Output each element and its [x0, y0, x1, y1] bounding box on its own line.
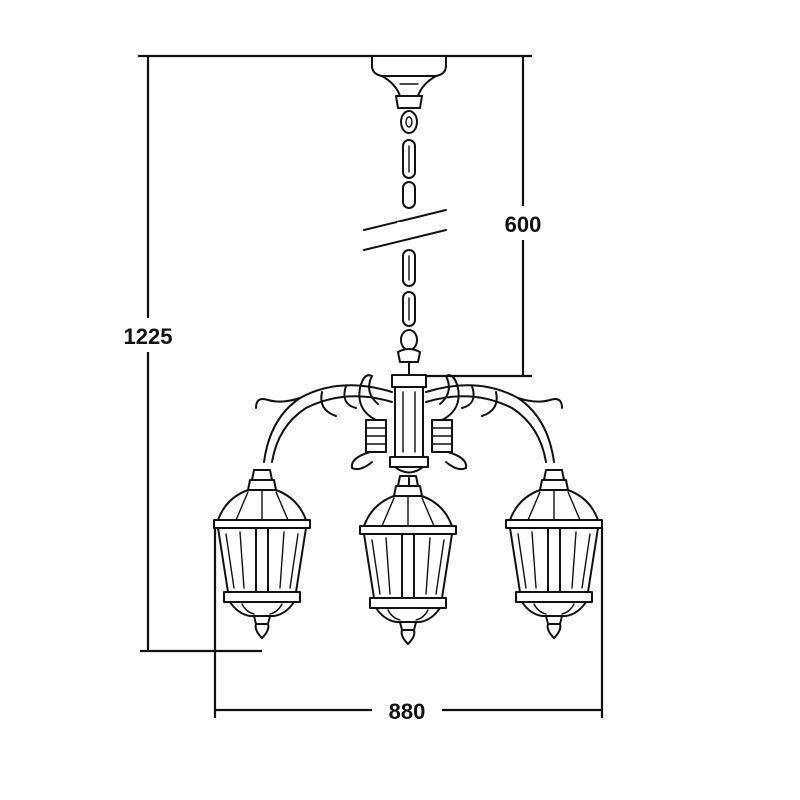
center-lantern	[359, 475, 457, 645]
arms	[255, 384, 563, 463]
width-label: 880	[389, 699, 426, 724]
chain-length-label: 600	[505, 212, 542, 237]
right-lantern	[505, 469, 603, 639]
chain	[363, 110, 447, 376]
ceiling-canopy	[371, 55, 447, 109]
dimension-labels: 1225 600 880	[100, 206, 556, 726]
left-lantern	[213, 469, 311, 639]
height-label: 1225	[124, 324, 173, 349]
central-body	[350, 374, 468, 474]
